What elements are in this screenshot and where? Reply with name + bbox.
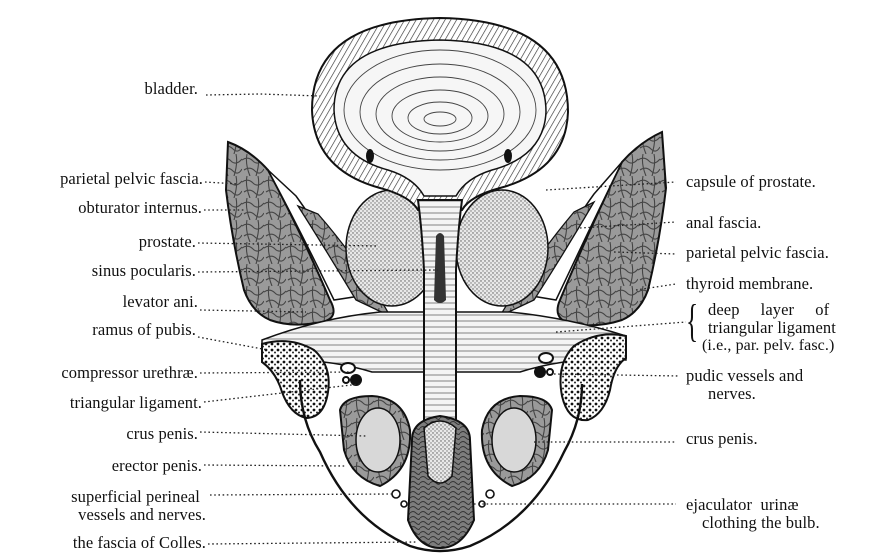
label-crus-penis-right: crus penis. xyxy=(686,430,758,448)
label-erector-penis: erector penis. xyxy=(0,457,202,475)
label-crus-penis-left: crus penis. xyxy=(0,425,198,443)
label-ejaculator-urinae-2: clothing the bulb. xyxy=(702,514,820,532)
label-ramus-of-pubis: ramus of pubis. xyxy=(0,321,196,339)
label-levator-ani: levator ani. xyxy=(0,293,198,311)
label-pudic-vessels-1: pudic vessels and xyxy=(686,367,803,385)
label-parietal-pelvic-fascia-left: parietal pelvic fascia. xyxy=(0,170,203,188)
sinus-pocularis xyxy=(434,233,446,303)
label-bladder: bladder. xyxy=(0,80,198,98)
label-capsule-of-prostate: capsule of prostate. xyxy=(686,173,816,191)
label-triangular-ligament: triangular ligament. xyxy=(0,394,202,412)
label-thyroid-membrane: thyroid membrane. xyxy=(686,275,813,293)
label-pudic-vessels-2: nerves. xyxy=(708,385,756,403)
label-fascia-of-colles: the fascia of Colles. xyxy=(0,534,206,552)
label-compressor-urethrae: compressor urethræ. xyxy=(0,364,198,382)
label-prostate: prostate. xyxy=(0,233,196,251)
label-deep-layer-2: triangular ligament xyxy=(708,319,836,337)
superficial-vessels-left xyxy=(392,490,407,507)
label-superficial-perineal-1: superficial perineal xyxy=(0,488,200,506)
crus-penis-left xyxy=(340,396,410,486)
label-superficial-perineal-2: vessels and nerves. xyxy=(0,506,206,524)
label-deep-layer-1: deep layer of xyxy=(708,301,829,319)
label-parietal-pelvic-fascia-right: parietal pelvic fascia. xyxy=(686,244,829,262)
label-anal-fascia: anal fascia. xyxy=(686,214,761,232)
label-obturator-internus: obturator internus. xyxy=(0,199,202,217)
label-deep-layer-3: (i.e., par. pelv. fasc.) xyxy=(702,337,834,355)
crus-penis-right xyxy=(482,396,552,486)
label-ejaculator-urinae-1: ejaculator urinæ xyxy=(686,496,799,514)
bulb xyxy=(408,416,474,548)
prostate-right xyxy=(456,190,548,306)
bladder xyxy=(312,18,568,210)
label-sinus-pocularis: sinus pocularis. xyxy=(0,262,196,280)
brace-deep-layer: { xyxy=(686,298,698,344)
